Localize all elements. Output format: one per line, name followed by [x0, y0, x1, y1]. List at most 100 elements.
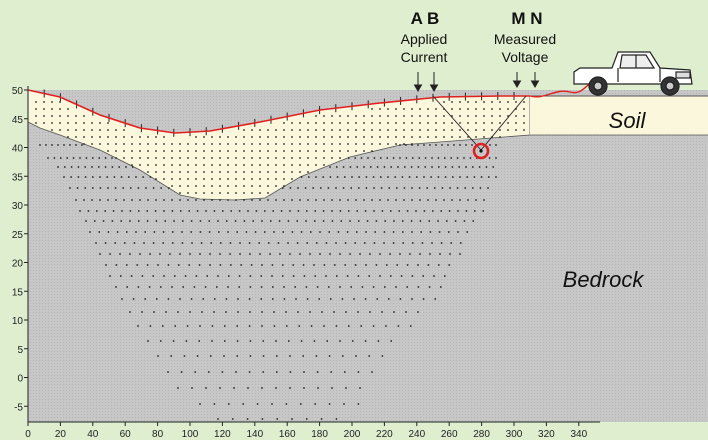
bedrock-point: [259, 253, 261, 255]
bedrock-point: [369, 311, 371, 313]
soil-point: [483, 108, 485, 110]
bedrock-point: [179, 210, 182, 212]
bedrock-point: [199, 231, 202, 233]
soil-point: [339, 157, 341, 159]
bedrock-point: [261, 387, 263, 389]
bedrock-point: [434, 298, 437, 300]
bedrock-point: [305, 418, 308, 420]
bedrock-point: [186, 325, 189, 327]
bedrock-point: [248, 325, 251, 327]
soil-point: [67, 115, 69, 117]
bedrock-point: [456, 187, 459, 189]
bedrock-point: [355, 355, 357, 357]
bedrock-point: [142, 176, 145, 178]
bedrock-point: [471, 166, 474, 168]
bedrock-point: [447, 144, 449, 146]
soil-point: [147, 143, 149, 145]
bedrock-point: [292, 275, 295, 277]
bedrock-point: [125, 166, 127, 168]
bedrock-point: [39, 144, 41, 146]
bedrock-point: [255, 210, 258, 212]
bedrock-point: [321, 311, 323, 313]
soil-point: [51, 101, 53, 103]
soil-point: [219, 164, 221, 166]
bedrock-point: [381, 311, 383, 313]
soil-point: [395, 122, 397, 124]
bedrock-point: [182, 286, 185, 288]
bedrock-point: [240, 264, 243, 266]
soil-point: [243, 136, 245, 138]
bedrock-point: [397, 166, 399, 168]
bedrock-point: [399, 144, 401, 146]
soil-point: [203, 185, 205, 187]
bedrock-point: [315, 199, 317, 201]
bedrock-point: [428, 286, 431, 288]
soil-point: [203, 136, 205, 138]
bedrock-point: [127, 176, 130, 178]
bedrock-point: [431, 210, 434, 212]
bedrock-point: [389, 210, 392, 212]
soil-point: [379, 108, 381, 110]
bedrock-point: [107, 187, 109, 189]
bedrock-point: [381, 210, 384, 212]
bedrock-point: [342, 187, 345, 189]
bedrock-point: [351, 340, 354, 342]
bedrock-point: [319, 253, 321, 255]
bedrock-point: [329, 298, 332, 300]
soil-point: [451, 136, 453, 138]
soil-point: [459, 108, 461, 110]
soil-point: [75, 122, 77, 124]
bedrock-point: [271, 298, 274, 300]
bedrock-point: [393, 311, 395, 313]
soil-point: [331, 122, 333, 124]
soil-point: [355, 150, 357, 152]
bedrock-point: [260, 286, 263, 288]
bedrock-point: [331, 220, 334, 222]
bedrock-point: [365, 264, 367, 266]
bedrock-point: [215, 286, 218, 288]
bedrock-point: [478, 166, 481, 168]
soil-point: [243, 178, 245, 180]
bedrock-point: [384, 220, 387, 222]
soil-point: [275, 157, 277, 159]
bedrock-point: [285, 325, 288, 327]
bedrock-point: [287, 340, 290, 342]
soil-point: [251, 129, 253, 131]
soil-point: [123, 143, 125, 145]
soil-point: [467, 129, 469, 131]
soil-point: [179, 157, 181, 159]
soil-point: [155, 136, 157, 138]
soil-point: [219, 143, 221, 145]
bedrock-point: [252, 220, 255, 222]
bedrock-point: [261, 418, 264, 420]
bedrock-point: [276, 418, 279, 420]
bedrock-point: [165, 311, 167, 313]
bedrock-point: [357, 311, 359, 313]
bedrock-point: [315, 242, 318, 244]
bedrock-point: [303, 387, 305, 389]
soil-point: [523, 115, 525, 117]
soil-point: [131, 143, 133, 145]
bedrock-point: [376, 298, 379, 300]
bedrock-point: [339, 199, 341, 201]
y-tick-label: 45: [12, 115, 24, 126]
bedrock-point: [213, 403, 216, 405]
soil-point: [403, 136, 405, 138]
soil-point: [507, 108, 509, 110]
bedrock-point: [451, 199, 453, 201]
soil-point: [227, 192, 229, 194]
bedrock-point: [343, 403, 345, 405]
bedrock-point: [99, 176, 101, 178]
bedrock-point: [327, 286, 330, 288]
bedrock-point: [119, 253, 121, 255]
soil-point: [203, 164, 205, 166]
bedrock-point: [335, 418, 338, 420]
soil-point: [51, 115, 53, 117]
soil-point: [387, 115, 389, 117]
bedrock-point: [209, 355, 212, 357]
soil-point: [347, 129, 349, 131]
soil-point: [267, 150, 269, 152]
bedrock-point: [445, 220, 448, 222]
bedrock-point: [259, 199, 261, 201]
bedrock-point: [495, 157, 497, 159]
